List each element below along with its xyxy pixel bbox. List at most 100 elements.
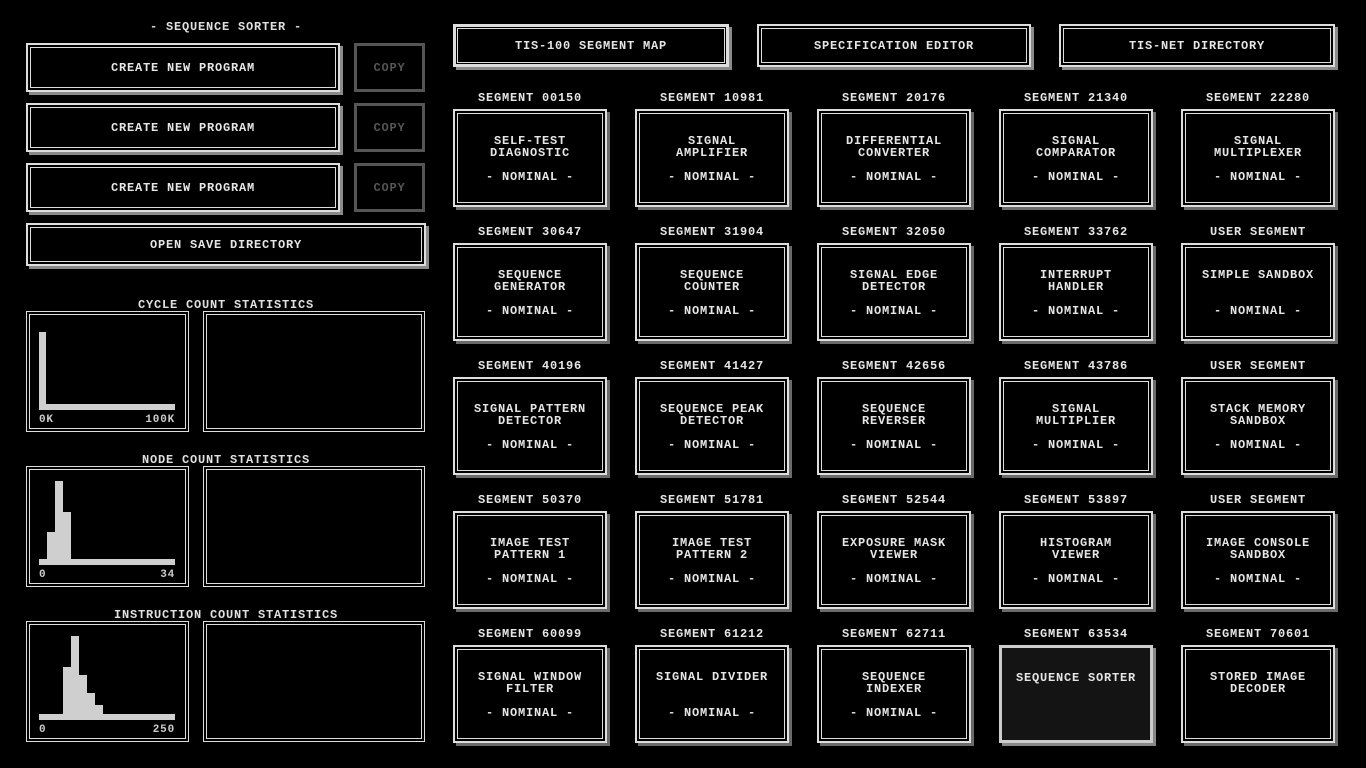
segment-status: - NOMINAL - [1213, 572, 1302, 586]
segment-status: - NOMINAL - [849, 304, 938, 318]
histogram-bar [63, 512, 71, 559]
segment-tile[interactable]: STACK MEMORY SANDBOX - NOMINAL - [1181, 377, 1335, 475]
segment-label: SEGMENT 22280 [1205, 91, 1310, 105]
segment-status: - NOMINAL - [667, 572, 756, 586]
segment-name: HISTOGRAM VIEWER [1039, 536, 1112, 562]
segment-name: DIFFERENTIAL CONVERTER [845, 134, 942, 160]
histogram-bar [47, 532, 55, 559]
histogram-panel [26, 311, 189, 432]
segment-tile[interactable]: SIGNAL MULTIPLEXER - NOMINAL - [1181, 109, 1335, 207]
histogram-min-label: 0 [39, 569, 47, 581]
segment-status: - NOMINAL - [1031, 170, 1120, 184]
segment-name: INTERRUPT HANDLER [1039, 268, 1112, 294]
segment-label: SEGMENT 21340 [1023, 91, 1128, 105]
segment-tile[interactable]: SIGNAL EDGE DETECTOR - NOMINAL - [817, 243, 971, 341]
segment-label: SEGMENT 41427 [659, 359, 764, 373]
create-program-button-2[interactable]: CREATE NEW PROGRAM [26, 103, 340, 152]
open-save-directory-button[interactable]: OPEN SAVE DIRECTORY [26, 223, 426, 266]
segment-status: - NOMINAL - [667, 438, 756, 452]
segment-label: SEGMENT 30647 [477, 225, 582, 239]
segment-label: SEGMENT 60099 [477, 627, 582, 641]
segment-status: - NOMINAL - [849, 572, 938, 586]
histogram-bar [95, 705, 103, 714]
tab-segment-map[interactable]: TIS-100 SEGMENT MAP [453, 24, 729, 67]
segment-status: - NOMINAL - [1213, 304, 1302, 318]
segment-tile[interactable]: IMAGE TEST PATTERN 2 - NOMINAL - [635, 511, 789, 609]
segment-label: SEGMENT 40196 [477, 359, 582, 373]
segment-name: SEQUENCE COUNTER [679, 268, 744, 294]
segment-name: SIGNAL WINDOW FILTER [477, 670, 582, 696]
segment-status: - NOMINAL - [1031, 438, 1120, 452]
histogram-min-label: 0 [39, 724, 47, 736]
segment-tile[interactable]: SIGNAL WINDOW FILTER - NOMINAL - [453, 645, 607, 743]
segment-name: SIGNAL EDGE DETECTOR [849, 268, 938, 294]
segment-status: - NOMINAL - [485, 304, 574, 318]
segment-tile[interactable]: SEQUENCE GENERATOR - NOMINAL - [453, 243, 607, 341]
segment-tile[interactable]: SEQUENCE INDEXER - NOMINAL - [817, 645, 971, 743]
segment-status: - NOMINAL - [1213, 170, 1302, 184]
segment-status: - NOMINAL - [667, 304, 756, 318]
segment-label: SEGMENT 63534 [1023, 627, 1128, 641]
segment-tile[interactable]: IMAGE TEST PATTERN 1 - NOMINAL - [453, 511, 607, 609]
histogram-min-label: 0K [39, 414, 54, 426]
segment-name: STACK MEMORY SANDBOX [1209, 402, 1306, 428]
segment-tile[interactable]: SIGNAL DIVIDER - NOMINAL - [635, 645, 789, 743]
segment-tile[interactable]: IMAGE CONSOLE SANDBOX - NOMINAL - [1181, 511, 1335, 609]
segment-tile[interactable]: SIGNAL COMPARATOR - NOMINAL - [999, 109, 1153, 207]
segment-tile[interactable]: STORED IMAGE DECODER [1181, 645, 1335, 743]
histogram-max-label: 34 [160, 569, 175, 581]
segment-status: - NOMINAL - [485, 170, 574, 184]
segment-label: SEGMENT 10981 [659, 91, 764, 105]
segment-label: SEGMENT 62711 [841, 627, 946, 641]
histogram-bar [63, 667, 71, 714]
segment-name: SIGNAL MULTIPLIER [1035, 402, 1116, 428]
segment-tile[interactable]: SIGNAL AMPLIFIER - NOMINAL - [635, 109, 789, 207]
segment-label: SEGMENT 51781 [659, 493, 764, 507]
segment-tile[interactable]: SIGNAL PATTERN DETECTOR - NOMINAL - [453, 377, 607, 475]
tab-specification-editor[interactable]: SPECIFICATION EDITOR [757, 24, 1031, 67]
segment-label: SEGMENT 32050 [841, 225, 946, 239]
segment-status: - NOMINAL - [485, 438, 574, 452]
comparison-panel [203, 621, 425, 742]
create-program-button-3[interactable]: CREATE NEW PROGRAM [26, 163, 340, 212]
segment-tile[interactable]: SEQUENCE REVERSER - NOMINAL - [817, 377, 971, 475]
segment-name: IMAGE TEST PATTERN 1 [489, 536, 570, 562]
tab-tis-net-directory[interactable]: TIS-NET DIRECTORY [1059, 24, 1335, 67]
histogram-bar [55, 481, 63, 559]
segment-tile[interactable]: INTERRUPT HANDLER - NOMINAL - [999, 243, 1153, 341]
histogram-bar [39, 332, 46, 404]
segment-tile[interactable]: SELF-TEST DIAGNOSTIC - NOMINAL - [453, 109, 607, 207]
histogram-baseline [39, 714, 175, 720]
segment-name: SIGNAL DIVIDER [655, 670, 769, 684]
copy-button-3[interactable]: COPY [354, 163, 425, 212]
segment-name: IMAGE CONSOLE SANDBOX [1205, 536, 1310, 562]
segment-status: - NOMINAL - [667, 170, 756, 184]
segment-label: SEGMENT 61212 [659, 627, 764, 641]
segment-label: SEGMENT 31904 [659, 225, 764, 239]
segment-label: USER SEGMENT [1209, 359, 1306, 373]
segment-name: SIMPLE SANDBOX [1201, 268, 1315, 282]
segment-tile[interactable]: DIFFERENTIAL CONVERTER - NOMINAL - [817, 109, 971, 207]
stats-title: INSTRUCTION COUNT STATISTICS [113, 608, 339, 622]
segment-status: - NOMINAL - [849, 438, 938, 452]
segment-label: SEGMENT 43786 [1023, 359, 1128, 373]
histogram-panel [26, 621, 189, 742]
histogram-max-label: 250 [152, 724, 175, 736]
copy-button-2[interactable]: COPY [354, 103, 425, 152]
segment-status: - NOMINAL - [1031, 304, 1120, 318]
segment-tile[interactable]: SIGNAL MULTIPLIER - NOMINAL - [999, 377, 1153, 475]
segment-tile[interactable]: HISTOGRAM VIEWER - NOMINAL - [999, 511, 1153, 609]
copy-button-1[interactable]: COPY [354, 43, 425, 92]
segment-tile[interactable]: EXPOSURE MASK VIEWER - NOMINAL - [817, 511, 971, 609]
segment-tile[interactable]: SEQUENCE PEAK DETECTOR - NOMINAL - [635, 377, 789, 475]
segment-status: - NOMINAL - [485, 572, 574, 586]
segment-label: USER SEGMENT [1209, 225, 1306, 239]
segment-tile[interactable]: SEQUENCE SORTER [999, 645, 1153, 743]
segment-tile[interactable]: SIMPLE SANDBOX - NOMINAL - [1181, 243, 1335, 341]
segment-label: SEGMENT 42656 [841, 359, 946, 373]
segment-label: SEGMENT 52544 [841, 493, 946, 507]
segment-tile[interactable]: SEQUENCE COUNTER - NOMINAL - [635, 243, 789, 341]
segment-name: SIGNAL AMPLIFIER [675, 134, 748, 160]
puzzle-title: - SEQUENCE SORTER - [149, 20, 303, 34]
create-program-button-1[interactable]: CREATE NEW PROGRAM [26, 43, 340, 92]
